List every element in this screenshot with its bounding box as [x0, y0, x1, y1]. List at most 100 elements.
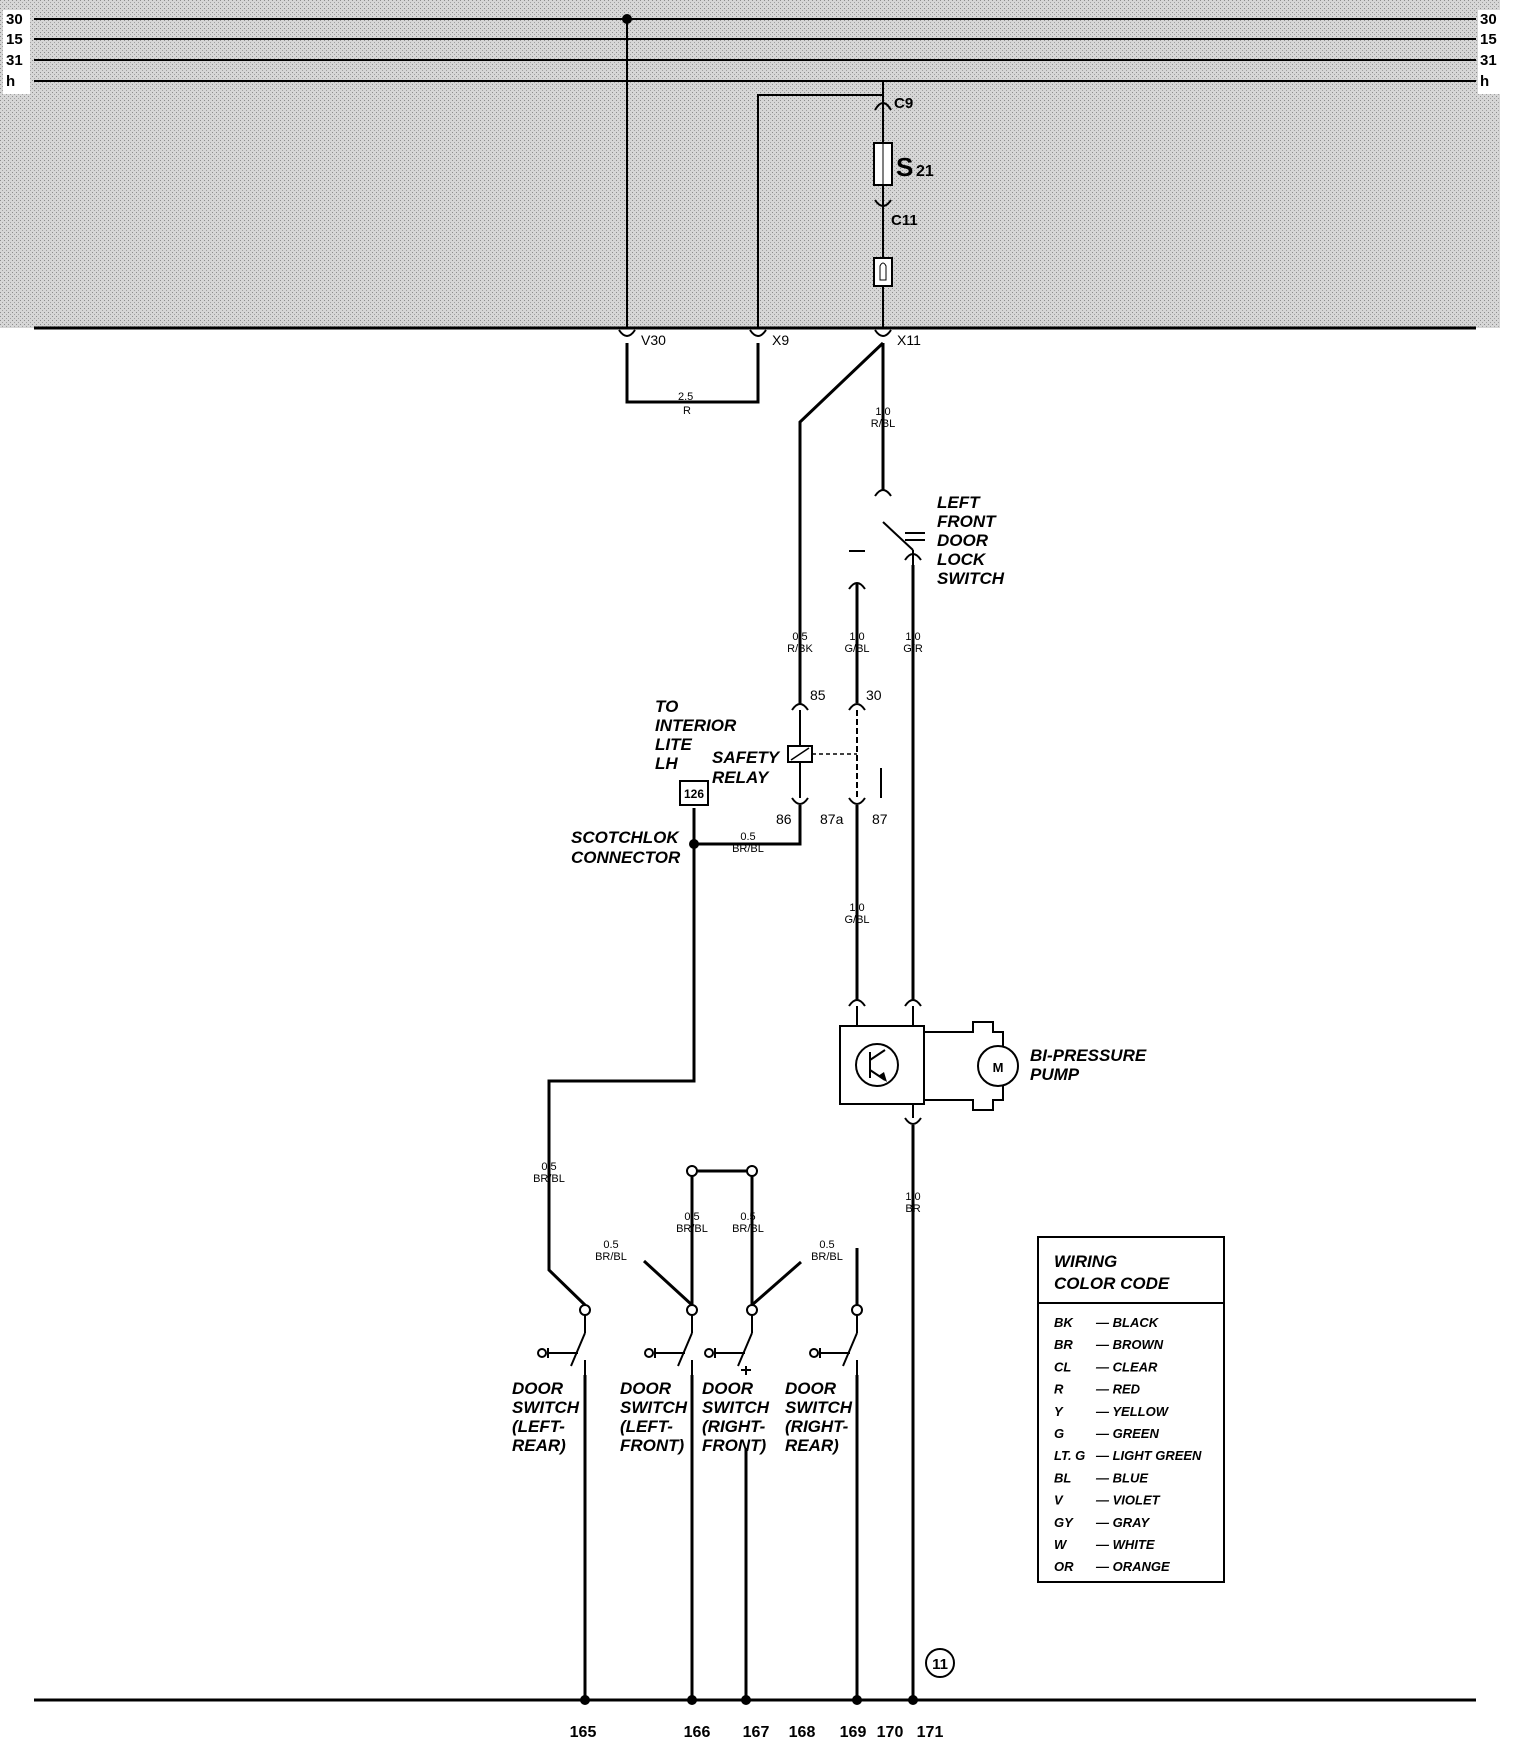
fuse-panel-area: [0, 0, 1500, 328]
relay-pin-87a: 87a: [820, 811, 844, 827]
wire-label-brbl-left-gauge: 0.5: [541, 1161, 556, 1173]
interior-lite: TO INTERIOR LITE LH 126: [655, 697, 737, 806]
lock-switch-contact: [882, 521, 914, 551]
grid-numbers: 165 166 167 168 169 170 171: [570, 1724, 944, 1741]
junction-bus-30: [622, 14, 632, 24]
wire-label-sw2-gauge: 0.5: [684, 1211, 699, 1223]
wire-x11-rbk: [798, 341, 885, 705]
interior-lite-line-4: LH: [655, 754, 678, 773]
interior-lite-line-1: TO: [655, 697, 678, 716]
pump-label-line-1: BI-PRESSURE: [1030, 1046, 1147, 1065]
wire-label-rbk-color: R/BK: [787, 643, 813, 655]
junction-dots: [580, 14, 918, 1705]
grid-number-167: 167: [743, 1724, 770, 1741]
door-switch-symbols: [537, 1315, 858, 1375]
bus-label-30-left: 30: [6, 11, 23, 28]
door-switch-1-line-3: (LEFT-: [512, 1417, 565, 1436]
scotchlok-line-1: SCOTCHLOK: [571, 828, 680, 847]
relay-pin-87: 87: [872, 811, 888, 827]
grid-number-168: 168: [789, 1724, 816, 1741]
connector-c11-symbol: [874, 199, 892, 207]
motor-symbol: M: [993, 1060, 1004, 1075]
junction-171: [908, 1695, 918, 1705]
legend-title-line-1: WIRING: [1054, 1252, 1117, 1271]
legend-name-10: — WHITE: [1095, 1537, 1155, 1552]
interior-lite-ref-box: [679, 780, 709, 806]
wire-label-rbk-gauge: 0.5: [792, 631, 807, 643]
fuse-bottom-connector: C11: [891, 212, 918, 229]
wire-label-gbl2-color: G/BL: [844, 914, 869, 926]
legend-code-7: BL: [1054, 1470, 1071, 1485]
junction-167: [741, 1695, 751, 1705]
wire-label-sw4-gauge: 0.5: [819, 1239, 834, 1251]
bus-label-31-left: 31: [6, 52, 23, 69]
grid-number-170: 170: [877, 1724, 904, 1741]
legend-name-4: — YELLOW: [1095, 1404, 1170, 1419]
wire-label-sw1-gauge: 0.5: [603, 1239, 618, 1251]
interior-lite-ref: 126: [684, 787, 704, 801]
legend-name-0: — BLACK: [1095, 1315, 1160, 1330]
connector-x9-symbol: [749, 329, 767, 337]
door-switch-2-symbol: [644, 1315, 693, 1375]
legend-name-8: — VIOLET: [1095, 1493, 1161, 1508]
door-switch-1-line-1: DOOR: [512, 1379, 564, 1398]
legend-title-line-2: COLOR CODE: [1054, 1274, 1170, 1293]
grid-number-171: 171: [917, 1724, 944, 1741]
junction-166: [687, 1695, 697, 1705]
wire-label-sw4-color: BR/BL: [811, 1251, 843, 1263]
door-switch-4-line-2: SWITCH: [785, 1398, 853, 1417]
wire-scotchlok-down: [547, 844, 696, 1307]
wire-labels: 2.5 R 1.0 R/BL 0.5 R/BK 1.0 G/BL 1.0 G/R…: [533, 391, 923, 1263]
door-switch-4-symbol: [809, 1315, 858, 1375]
fuse-label: S: [896, 152, 913, 182]
door-switch-3-line-2: SWITCH: [702, 1398, 770, 1417]
legend-name-2: — CLEAR: [1095, 1359, 1158, 1374]
fuse-label-sub: 21: [916, 163, 934, 180]
door-switch-2-line-3: (LEFT-: [620, 1417, 673, 1436]
wire-label-gr-color: G/R: [903, 643, 923, 655]
door-switch-1-line-2: SWITCH: [512, 1398, 580, 1417]
wire-label-sw3-gauge: 0.5: [740, 1211, 755, 1223]
safety-relay-line-1: SAFETY: [712, 748, 781, 767]
lock-switch: LEFT FRONT DOOR LOCK SWITCH: [882, 493, 1005, 588]
legend-code-9: GY: [1054, 1515, 1074, 1530]
door-switch-2-node: [686, 1304, 698, 1316]
bus-labels-left: 30 15 31 h: [3, 10, 30, 94]
door-switch-4-line-4: REAR): [785, 1436, 839, 1455]
junction-165: [580, 1695, 590, 1705]
wire-jumper-2-5-r: [625, 343, 760, 404]
door-switch-1-line-4: REAR): [512, 1436, 566, 1455]
lock-switch-line-4: LOCK: [937, 550, 987, 569]
grid-number-169: 169: [840, 1724, 867, 1741]
bus-lines: [34, 18, 1476, 82]
pump-label-line-2: PUMP: [1030, 1065, 1080, 1084]
connector-x11-label: X11: [897, 332, 921, 348]
safety-relay-line-2: RELAY: [712, 768, 770, 787]
in-line-connector: [873, 257, 893, 287]
ground-marker-number: 11: [932, 1656, 948, 1673]
legend-code-6: LT. G: [1054, 1448, 1085, 1463]
junction-169: [852, 1695, 862, 1705]
door-switch-4-line-1: DOOR: [785, 1379, 837, 1398]
legend-box: [1037, 1236, 1225, 1583]
door-switch-3-line-4: FRONT): [702, 1436, 767, 1455]
pump-transistor-symbol: [855, 1043, 899, 1087]
safety-relay: 85 30 86 87a 87 SAFETY RELAY: [712, 687, 888, 827]
wire-label-sw2-color: BR/BL: [676, 1223, 708, 1235]
wire-label-brbl-relay-color: BR/BL: [732, 843, 764, 855]
wire-label-rbl-gauge: 1.0: [875, 406, 890, 418]
bus-label-30-right: 30: [1480, 11, 1497, 28]
legend-name-11: — ORANGE: [1095, 1559, 1170, 1574]
wire-sw2: [642, 1259, 694, 1307]
legend-name-5: — GREEN: [1095, 1426, 1159, 1441]
connector-c9-symbol: [874, 102, 892, 111]
legend-code-11: OR: [1054, 1559, 1074, 1574]
ground-marker: 11: [925, 1648, 955, 1678]
connector-x9-label: X9: [772, 332, 789, 348]
wire-relay-86: [694, 805, 802, 846]
door-switch-3-symbol: [704, 1315, 753, 1375]
wires: [547, 19, 915, 1700]
bus-label-15-left: 15: [6, 31, 23, 48]
